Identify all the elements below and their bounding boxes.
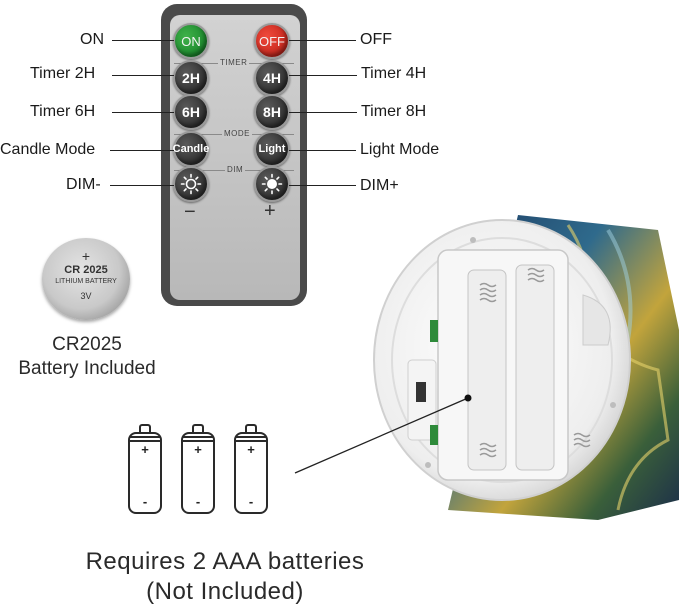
dim-minus-button[interactable] xyxy=(173,166,209,202)
callout-timer-6h-line xyxy=(112,112,174,114)
aaa-battery-band xyxy=(236,436,266,442)
callout-timer-8h: Timer 8H xyxy=(361,103,427,120)
callout-dim-plus: DIM+ xyxy=(360,177,399,194)
aaa-battery-body xyxy=(128,432,162,514)
callout-timer-4h-line xyxy=(289,75,357,77)
timer-8h-button[interactable]: 8H xyxy=(254,94,290,130)
callout-timer-4h: Timer 4H xyxy=(361,65,427,82)
aaa-battery-cap xyxy=(139,424,151,432)
callout-off-line xyxy=(289,40,356,42)
callout-dim-plus-line xyxy=(289,185,356,187)
callout-dim-minus-line xyxy=(110,185,174,187)
cr2025-caption-line2: Battery Included xyxy=(18,358,156,379)
callout-timer-8h-line xyxy=(289,112,357,114)
coin-battery-model: CR 2025 xyxy=(64,264,108,276)
cr2025-caption-line1: CR2025 xyxy=(52,334,122,355)
light-mode-button[interactable]: Light xyxy=(254,131,290,167)
callout-off: OFF xyxy=(360,31,392,48)
callout-on: ON xyxy=(80,31,104,48)
callout-light-mode: Light Mode xyxy=(360,141,440,158)
pointer-line xyxy=(294,394,472,474)
dim-section-label: DIM xyxy=(225,165,246,174)
aaa-battery-minus: - xyxy=(248,494,254,509)
on-button[interactable]: ON xyxy=(173,23,209,59)
callout-timer-2h-line xyxy=(112,75,174,77)
candle-base-photo xyxy=(373,215,679,520)
dim-plus-button[interactable] xyxy=(254,166,290,202)
requirement-line1: Requires 2 AAA batteries xyxy=(85,548,365,575)
aaa-battery-plus: + xyxy=(194,442,202,457)
timer-4h-button[interactable]: 4H xyxy=(254,60,290,96)
callout-candle-mode-line xyxy=(110,150,174,152)
aaa-battery-minus: - xyxy=(195,494,201,509)
aaa-battery-plus: + xyxy=(247,442,255,457)
dim-plus-sign: + xyxy=(264,200,276,222)
mode-section-label: MODE xyxy=(222,129,252,138)
requirement-line2: (Not Included) xyxy=(146,578,304,605)
sun-bright-icon xyxy=(261,173,283,195)
coin-battery-voltage: 3V xyxy=(80,291,92,301)
dim-minus-sign: − xyxy=(184,201,196,223)
aaa-battery-body xyxy=(181,432,215,514)
callout-light-mode-line xyxy=(289,150,356,152)
callout-timer-2h: Timer 2H xyxy=(30,65,96,82)
timer-6h-button[interactable]: 6H xyxy=(173,94,209,130)
aaa-battery-cap xyxy=(192,424,204,432)
aaa-battery-band xyxy=(130,436,160,442)
timer-section-label: TIMER xyxy=(218,58,250,67)
callout-candle-mode: Candle Mode xyxy=(0,141,96,158)
callout-dim-minus: DIM- xyxy=(66,176,101,193)
off-button[interactable]: OFF xyxy=(254,23,290,59)
coin-battery: + CR 2025 LITHIUM BATTERY 3V xyxy=(42,238,130,320)
callout-timer-6h: Timer 6H xyxy=(30,103,96,120)
aaa-battery-plus: + xyxy=(141,442,149,457)
aaa-battery-minus: - xyxy=(142,494,148,509)
aaa-battery-cap xyxy=(245,424,257,432)
coin-battery-type: LITHIUM BATTERY xyxy=(55,278,117,285)
sun-dim-icon xyxy=(180,173,202,195)
candle-mode-button[interactable]: Candle xyxy=(173,131,209,167)
coin-battery-plus: + xyxy=(81,248,91,264)
aaa-battery-band xyxy=(183,436,213,442)
timer-2h-button[interactable]: 2H xyxy=(173,60,209,96)
aaa-battery-body xyxy=(234,432,268,514)
callout-on-line xyxy=(112,40,174,42)
